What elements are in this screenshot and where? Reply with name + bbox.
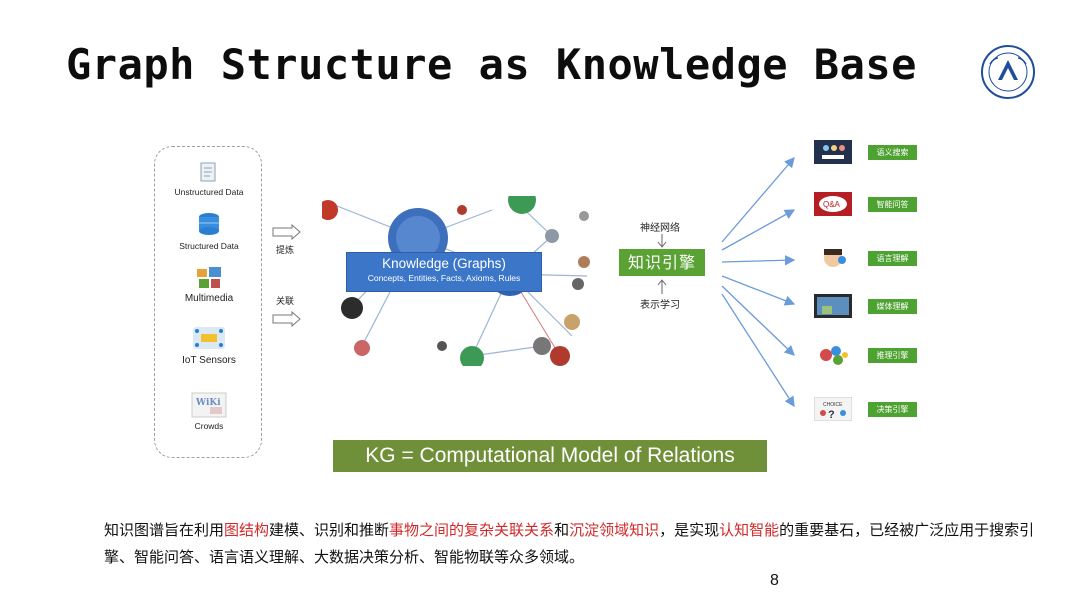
description-paragraph: 知识图谱旨在利用图结构建模、识别和推断事物之间的复杂关联关系和沉淀领域知识，是实…	[104, 517, 1044, 571]
zhejiang-university-logo	[981, 45, 1035, 99]
para-highlight: 事物之间的复杂关联关系	[389, 521, 555, 539]
up-arrow-icon	[657, 279, 667, 294]
source-label: Crowds	[194, 421, 224, 431]
source-label: Multimedia	[184, 293, 234, 304]
decision-app-icon: CHOICE ?	[814, 397, 852, 421]
down-arrow-icon	[657, 234, 667, 248]
slide-title: Graph Structure as Knowledge Base	[66, 40, 917, 89]
application-decision: CHOICE ? 决策引擎	[814, 397, 918, 421]
source-structured: Structured Data	[155, 211, 263, 251]
wiki-icon: WiKi	[191, 392, 227, 418]
kg-subtitle: Concepts, Entities, Facts, Axioms, Rules	[367, 273, 521, 283]
relate-arrow-icon	[272, 311, 301, 327]
para-highlight: 图结构	[224, 521, 270, 539]
para-highlight: 认知智能	[719, 521, 780, 539]
knowledge-engine: 知识引擎	[619, 249, 705, 276]
data-sources-panel: Unstructured Data Structured Data Multim…	[154, 146, 262, 458]
database-icon	[199, 213, 219, 235]
application-label: 语言理解	[868, 251, 917, 266]
application-label: 决策引擎	[868, 402, 917, 417]
knowledge-graphs-box: Knowledge (Graphs) Concepts, Entities, F…	[346, 252, 542, 292]
source-label: IoT Sensors	[182, 355, 236, 366]
extract-label: 提炼	[276, 246, 295, 256]
extract-arrow-icon	[272, 224, 301, 240]
search-app-icon	[814, 140, 852, 164]
document-icon	[200, 162, 216, 182]
relate-label: 关联	[276, 297, 295, 307]
representation-learning-label: 表示学习	[640, 300, 680, 311]
application-label: 推理引擎	[868, 348, 917, 363]
application-semantic-search: 语义搜索	[814, 140, 918, 164]
para-highlight: 沉淀领域知识	[569, 521, 660, 539]
svg-text:CHOICE: CHOICE	[823, 402, 843, 408]
application-reasoning: 推理引擎	[814, 343, 918, 367]
para-text: 和	[554, 521, 570, 539]
application-label: 智能问答	[868, 197, 917, 212]
para-text: 知识图谱旨在利用	[104, 521, 225, 539]
page-number: 8	[770, 572, 779, 589]
application-language: 语言理解	[814, 246, 918, 270]
qa-app-icon: Q&A	[814, 192, 852, 216]
svg-text:Q&A: Q&A	[823, 200, 841, 209]
multimedia-icon	[197, 267, 221, 288]
para-text: 建模、识别和推断	[269, 521, 390, 539]
neural-network-label: 神经网络	[640, 223, 680, 234]
source-unstructured: Unstructured Data	[155, 161, 263, 197]
reasoning-app-icon	[820, 346, 848, 365]
application-qa: Q&A 智能问答	[814, 192, 918, 216]
source-label: Unstructured Data	[174, 187, 244, 197]
para-text: ，是实现	[659, 521, 720, 539]
media-app-icon	[814, 294, 852, 318]
application-media: 媒体理解	[814, 294, 918, 318]
source-iot: IoT Sensors	[155, 323, 263, 366]
language-app-icon	[824, 249, 846, 267]
svg-text:WiKi: WiKi	[195, 398, 221, 408]
svg-text:?: ?	[828, 409, 835, 421]
application-label: 语义搜索	[868, 145, 917, 160]
source-label: Structured Data	[179, 241, 239, 251]
kg-title: Knowledge (Graphs)	[382, 256, 506, 271]
application-label: 媒体理解	[868, 299, 917, 314]
para-text: 的重要基石，已经被广泛应用于搜索引擎、智能问答、语言语义理解、大数据决策分析、智…	[104, 521, 1035, 566]
source-multimedia: Multimedia	[155, 265, 263, 304]
kg-definition-banner: KG = Computational Model of Relations	[333, 440, 767, 472]
source-crowds: WiKi Crowds	[155, 391, 263, 431]
iot-icon	[193, 327, 225, 349]
